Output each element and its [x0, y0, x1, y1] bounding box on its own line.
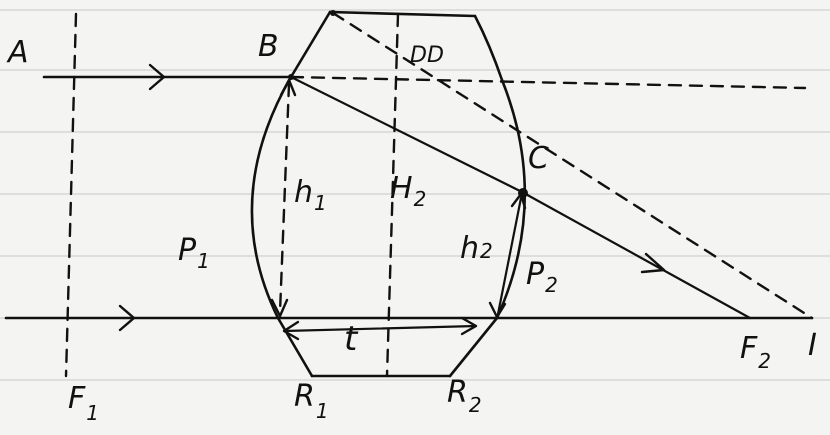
label-r2: R2 [447, 375, 482, 417]
t-arrow-right [460, 316, 478, 336]
point-top [330, 10, 336, 16]
label-a: A [6, 35, 29, 70]
label-r1: R1 [294, 379, 329, 423]
h1-arrow-top [279, 78, 297, 97]
t-dimension [282, 324, 478, 333]
h2-dimension [496, 196, 523, 316]
label-f1: F1 [68, 381, 99, 425]
label-d: DD [410, 43, 444, 68]
construction-line [331, 11, 814, 320]
emergent-ray-arrow [640, 252, 666, 274]
label-c: C [528, 141, 549, 176]
t-arrow-left [282, 320, 300, 341]
axis-arrow [118, 304, 136, 332]
point-b [288, 74, 294, 80]
label-p1: P1 [178, 233, 210, 273]
label-t: t [344, 319, 359, 359]
h2-arrow-bottom [488, 301, 507, 319]
incoming-ray-extension [289, 75, 807, 90]
label-f2: F2 [740, 331, 771, 373]
h1-dimension [278, 82, 291, 314]
label-h1: h1 [294, 175, 327, 215]
label-h2-height: h2 [460, 231, 493, 266]
refracted-ray-bc [289, 75, 524, 194]
label-p2: P2 [526, 257, 558, 297]
incoming-ray-arrow [148, 63, 166, 91]
emergent-ray [520, 190, 752, 320]
label-b: B [258, 29, 279, 64]
label-h2-plane: H2 [390, 171, 426, 211]
thick-lens [250, 10, 527, 378]
point-c [518, 188, 528, 198]
principal-plane-h2 [385, 12, 400, 378]
focal-plane-f1 [64, 12, 78, 378]
label-i: I [808, 328, 817, 363]
h1-arrow-bottom [270, 298, 289, 318]
